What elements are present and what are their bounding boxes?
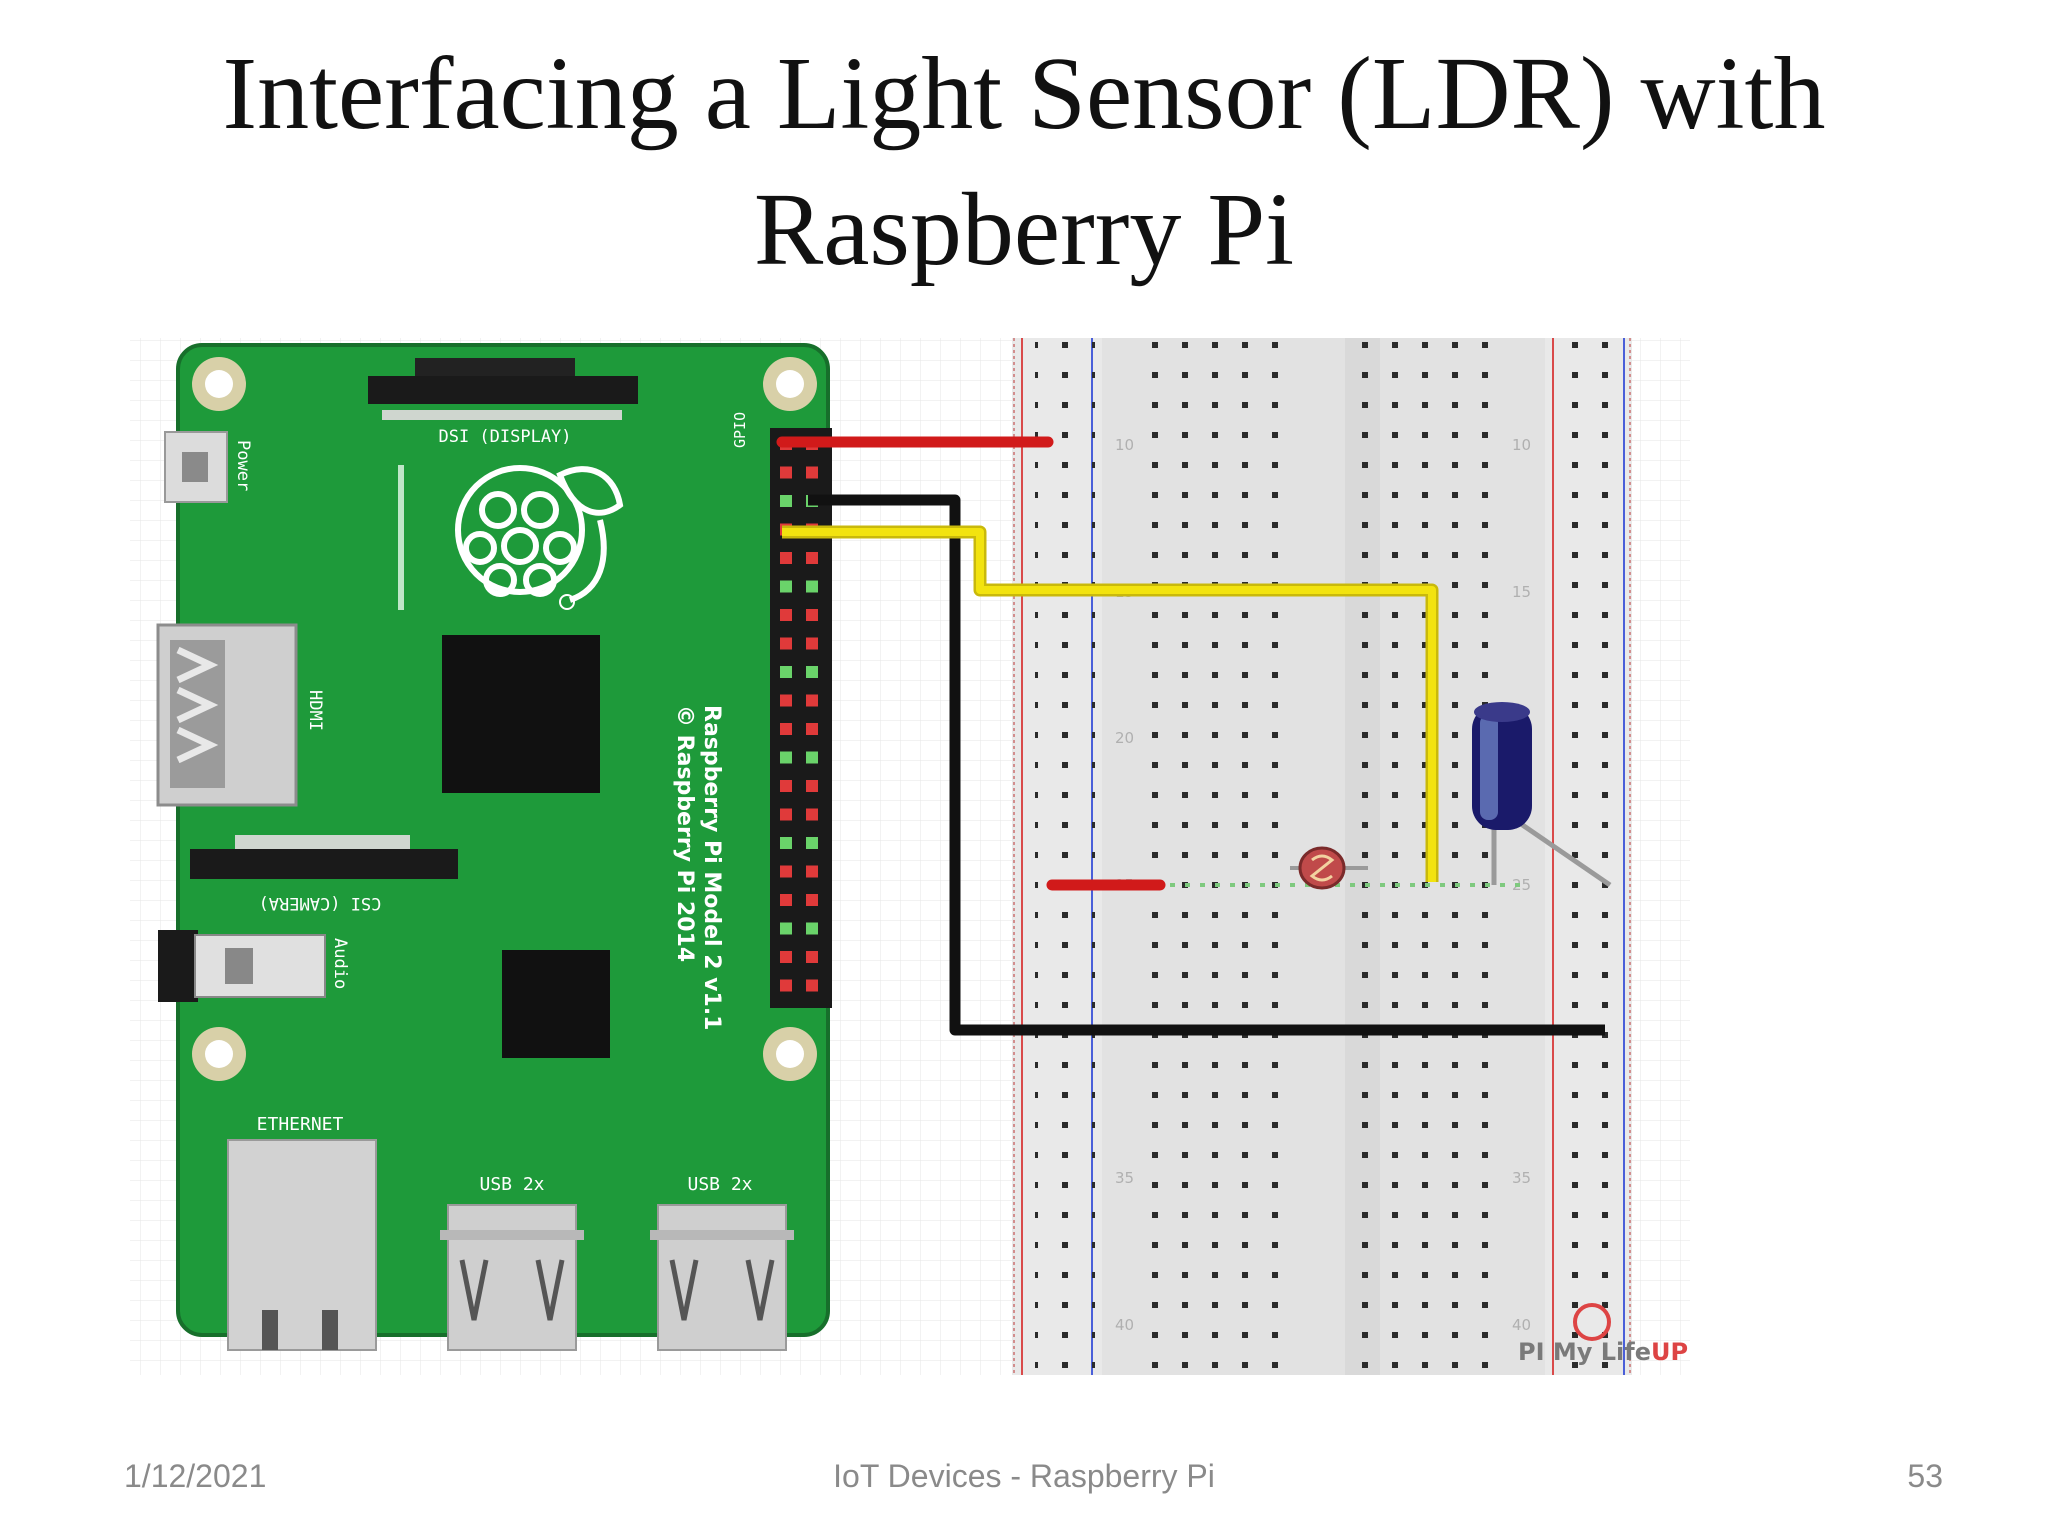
audio-jack (158, 930, 326, 1002)
gpio-pin (780, 609, 792, 621)
row-number-left-20: 20 (1115, 729, 1134, 747)
gpio-pin (780, 495, 792, 507)
gpio-pin (806, 466, 818, 479)
row-number-left-10: 10 (1115, 436, 1134, 454)
csi-label: CSI (CAMERA) (259, 893, 382, 913)
row-number-right-25: 25 (1512, 876, 1531, 894)
gpio-pin (780, 466, 792, 479)
gpio-pin (780, 894, 792, 906)
watermark-logo-icon (1573, 1303, 1611, 1341)
hdmi-port (156, 623, 298, 807)
mounting-hole-top-left (192, 357, 246, 411)
slide-title-line-1: Interfacing a Light Sensor (LDR) with (222, 36, 1826, 151)
raspberry-logo (455, 465, 624, 603)
gpio-pin (806, 637, 818, 650)
gpio-pin (780, 666, 792, 678)
soc-chip (442, 635, 600, 793)
gpio-pin (780, 637, 792, 650)
dsi-label: DSI (DISPLAY) (438, 427, 571, 447)
gpio-pin (806, 694, 818, 707)
gpio-pin (780, 865, 792, 878)
row-number-right-40: 40 (1512, 1316, 1531, 1334)
gpio-pin (806, 666, 818, 678)
gpio-pin (780, 837, 792, 849)
gpio-pin (806, 808, 818, 821)
gpio-pin (780, 552, 792, 564)
gpio-pin (780, 694, 792, 707)
gpio-pin (780, 922, 792, 935)
gpio-pin (806, 723, 818, 735)
hdmi-label: HDMI (305, 690, 325, 731)
mounting-hole-bottom-right (763, 1027, 817, 1081)
gpio-label: GPIO (731, 412, 749, 448)
footer-title: IoT Devices - Raspberry Pi (833, 1458, 1215, 1494)
gpio-pin (780, 808, 792, 821)
usb-label-1: USB 2x (479, 1174, 544, 1195)
gpio-pin (806, 922, 818, 935)
row-number-left-40: 40 (1115, 1316, 1134, 1334)
row-number-left-35: 35 (1115, 1169, 1134, 1187)
mounting-hole-top-right (763, 357, 817, 411)
gpio-pin (780, 979, 792, 992)
usb-label-2: USB 2x (687, 1174, 752, 1195)
svg-text:PI My LifeUP: PI My LifeUP (1518, 1338, 1688, 1366)
board-model-label: Raspberry Pi Model 2 v1.1 (699, 705, 724, 1030)
gpio-pin (806, 979, 818, 992)
signal-wire-highlight (782, 528, 1436, 882)
usb-port-2 (650, 1204, 794, 1351)
raspberry-pi-board: DSI (DISPLAY) Power HDMI (156, 343, 832, 1351)
row-number-right-15: 15 (1512, 583, 1531, 601)
gpio-pin (780, 780, 792, 792)
ethernet-port (227, 1139, 377, 1351)
gpio-pin (780, 723, 792, 735)
mounting-hole-bottom-left (192, 1027, 246, 1081)
gpio-pin (806, 837, 818, 849)
slide-title-line-2: Raspberry Pi (753, 172, 1295, 287)
dsi-connector (368, 358, 638, 420)
audio-label: Audio (330, 938, 350, 989)
ground-wire (808, 494, 1605, 1036)
ethernet-label: ETHERNET (257, 1114, 344, 1135)
terminal-holes-left (1147, 340, 1297, 1370)
watermark-text-up: UP (1651, 1338, 1688, 1366)
rail-holes-right (1565, 340, 1625, 1370)
gpio-pin (780, 580, 792, 593)
footer-page-number: 53 (1907, 1458, 1943, 1494)
gpio-pin (780, 751, 792, 764)
power-label: Power (233, 440, 253, 491)
watermark-text: PI My Life (1518, 1338, 1651, 1366)
capacitor (1472, 702, 1612, 888)
board-copyright-label: © Raspberry Pi 2014 (672, 705, 697, 962)
gpio-pin (806, 780, 818, 792)
csi-connector (190, 835, 458, 879)
usb-port-1 (440, 1204, 584, 1351)
gpio-pin (780, 951, 792, 963)
gpio-pin (806, 552, 818, 564)
gpio-pin (806, 865, 818, 878)
usb-controller-chip (502, 950, 610, 1058)
row-number-right-35: 35 (1512, 1169, 1531, 1187)
gpio-pin (806, 751, 818, 764)
gpio-pin (806, 609, 818, 621)
gpio-pin (806, 951, 818, 963)
wires (776, 436, 1605, 1036)
gpio-pin (806, 580, 818, 593)
micro-usb-power-port (164, 431, 228, 503)
gpio-header (770, 428, 832, 1008)
ldr-sensor (1290, 846, 1368, 890)
row-number-right-10: 10 (1512, 436, 1531, 454)
slide-title: Interfacing a Light Sensor (LDR) with Ra… (0, 26, 2048, 298)
url-print (398, 465, 404, 610)
footer-date: 1/12/2021 (124, 1458, 267, 1494)
pimylifeup-watermark: PI My LifeUP (1518, 1303, 1688, 1366)
rail-holes-left (1035, 340, 1095, 1370)
gpio-pin (806, 894, 818, 906)
